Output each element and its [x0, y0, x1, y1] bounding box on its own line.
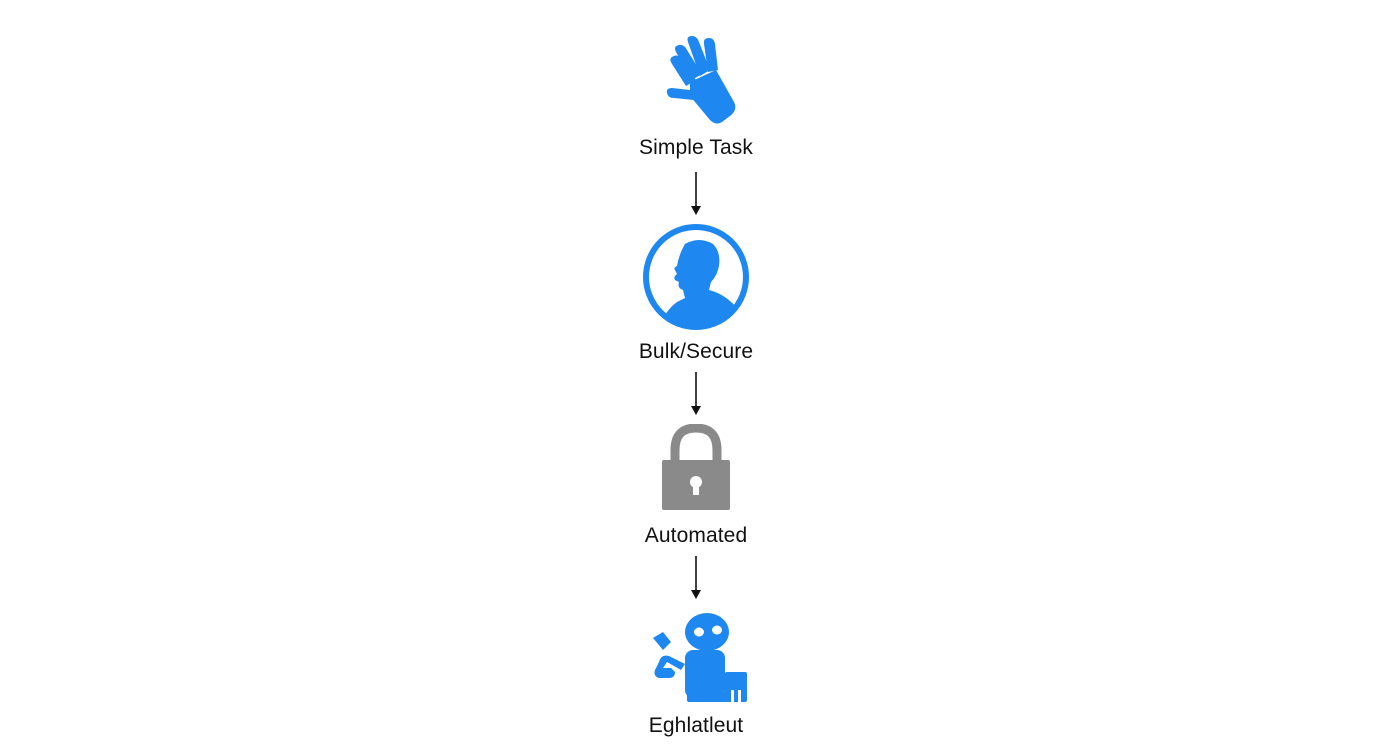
step-label: Automated: [644, 524, 748, 547]
step-robot: Eghlatleut: [596, 610, 796, 746]
flow-arrow: [686, 172, 706, 218]
person-silhouette-icon: [596, 222, 796, 332]
step-label: Bulk/Secure: [638, 340, 754, 363]
hand-icon: [596, 30, 796, 130]
flow-arrow: [686, 372, 706, 418]
step-simple-task: Simple Task: [596, 24, 796, 174]
flow-arrow: [686, 556, 706, 602]
step-label: Eghlatleut: [648, 714, 744, 737]
step-bulk-secure: Bulk/Secure: [596, 222, 796, 372]
lock-icon: [596, 424, 796, 514]
step-automated: Automated: [596, 424, 796, 554]
robot-icon: [596, 610, 796, 706]
step-label: Simple Task: [639, 136, 753, 159]
